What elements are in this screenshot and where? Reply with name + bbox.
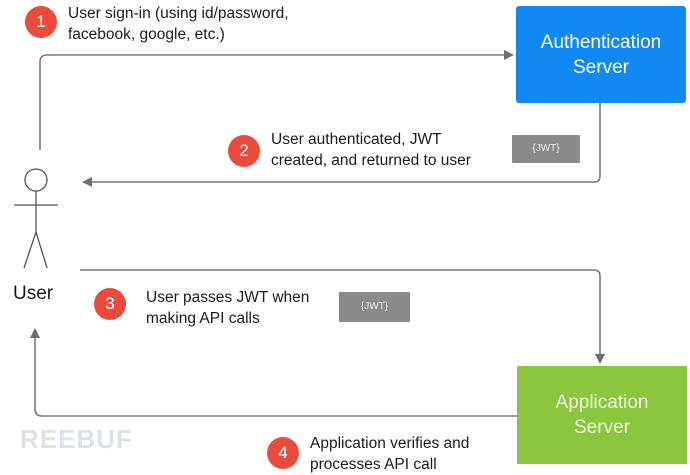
- watermark: REEBUF: [20, 424, 133, 454]
- app-server-label-line2: Server: [574, 417, 630, 438]
- authentication-server: Authentication Server: [516, 6, 686, 103]
- step-2-text: User authenticated, JWT created, and ret…: [271, 129, 471, 171]
- step-4-line2: processes API call: [310, 456, 437, 473]
- step-2-line1: User authenticated, JWT: [271, 131, 442, 148]
- step-3-line2: making API calls: [146, 310, 260, 327]
- step-2-line2: created, and returned to user: [271, 152, 471, 169]
- step-1-badge: 1: [25, 6, 57, 38]
- jwt-token-returned: {JWT}: [512, 135, 580, 163]
- arrow-user-to-auth: [39, 50, 514, 150]
- app-server-label-line1: Application: [555, 392, 649, 413]
- step-2-badge: 2: [228, 135, 260, 167]
- user-figure: [14, 168, 58, 269]
- arrow-user-to-app: [80, 269, 605, 364]
- step-1-line2: facebook, google, etc.): [68, 26, 225, 43]
- step-4-text: Application verifies and processes API c…: [310, 433, 469, 475]
- auth-server-label-line1: Authentication: [540, 31, 662, 53]
- application-server: Application Server: [517, 366, 687, 464]
- step-1-text: User sign-in (using id/password, faceboo…: [68, 3, 289, 45]
- step-3-badge: 3: [94, 288, 126, 320]
- step-4-line1: Application verifies and: [310, 435, 470, 452]
- auth-server-label-line2: Server: [573, 56, 629, 78]
- step-1-line1: User sign-in (using id/password,: [68, 5, 289, 22]
- arrow-auth-to-user: [82, 103, 601, 187]
- step-3-line1: User passes JWT when: [146, 289, 310, 306]
- user-label: User: [13, 283, 54, 304]
- arrow-app-to-user: [30, 328, 517, 417]
- step-3-text: User passes JWT when making API calls: [146, 287, 309, 329]
- step-4-badge: 4: [267, 437, 299, 469]
- jwt-token-passed: {JWT}: [339, 292, 410, 322]
